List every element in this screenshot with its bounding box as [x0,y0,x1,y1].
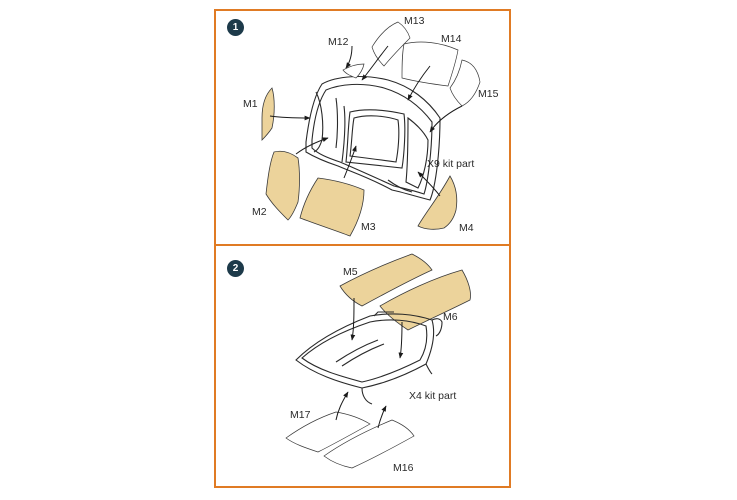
label-m15: M15 [478,88,499,100]
mask-m5-piece [339,253,433,307]
mask-m15-piece [449,59,481,107]
mask-m17-piece [285,411,371,453]
mask-m16-piece [323,419,415,469]
mask-m1-piece [261,87,275,141]
label-m4: M4 [459,222,474,234]
label-m2: M2 [252,206,267,218]
label-m14: M14 [441,33,462,45]
mask-m6-piece [379,269,471,331]
mask-m2-piece [265,150,300,221]
label-x9-kit-part: X9 kit part [427,158,474,170]
label-m3: M3 [361,221,376,233]
mask-m12-piece [342,63,365,79]
x9-canopy-frame [305,76,441,201]
step-1-badge: 1 [227,19,244,36]
label-m13: M13 [404,15,425,27]
mask-m14-piece [401,41,459,87]
step-2-badge: 2 [227,260,244,277]
label-m6: M6 [443,311,458,323]
label-m1: M1 [243,98,258,110]
label-m5: M5 [343,266,358,278]
label-m12: M12 [328,36,349,48]
label-m17: M17 [290,409,311,421]
mask-m4-piece [417,175,458,230]
x4-roof-frame [295,311,443,405]
label-m16: M16 [393,462,414,474]
mask-m3-piece [299,177,365,237]
label-x4-kit-part: X4 kit part [409,390,456,402]
